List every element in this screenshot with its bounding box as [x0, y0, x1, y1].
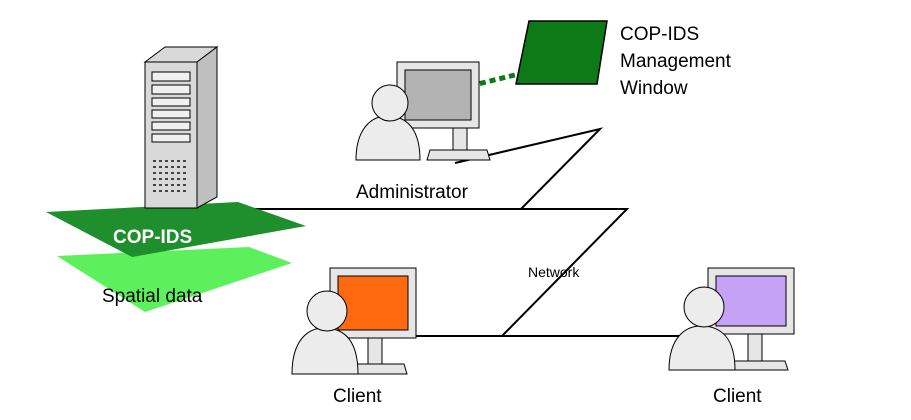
server-tower-icon	[143, 46, 219, 209]
management-window-label: COP-IDS Management Window	[620, 24, 736, 99]
client-right-workstation: Client	[668, 267, 795, 407]
admin-person-icon	[355, 84, 421, 161]
network-lines	[240, 127, 705, 337]
administrator-workstation: Administrator	[355, 61, 491, 203]
client-right-person-icon	[668, 286, 736, 371]
network-label: Network	[528, 264, 580, 280]
management-window-icon	[515, 20, 608, 85]
cop-ids-layer-label: COP-IDS	[113, 227, 192, 248]
admin-computer-stand	[426, 149, 491, 161]
client-network-line	[387, 208, 630, 337]
cop-ids-layer	[46, 202, 306, 257]
client-left-screen	[337, 275, 409, 331]
management-window-group: COP-IDS Management Window	[440, 20, 736, 99]
admin-screen	[404, 69, 472, 121]
client-right-screen	[715, 275, 787, 327]
client-right-label: Client	[713, 386, 762, 407]
client-left-person-icon	[291, 290, 359, 375]
administrator-label: Administrator	[356, 182, 469, 203]
client-left-workstation: Client	[291, 267, 417, 407]
admin-network-line	[240, 127, 604, 210]
spatial-data-layer	[57, 247, 292, 312]
client-left-label: Client	[333, 386, 382, 407]
layer-stack: COP-IDS Spatial data	[46, 202, 306, 312]
spatial-data-label: Spatial data	[102, 286, 203, 307]
